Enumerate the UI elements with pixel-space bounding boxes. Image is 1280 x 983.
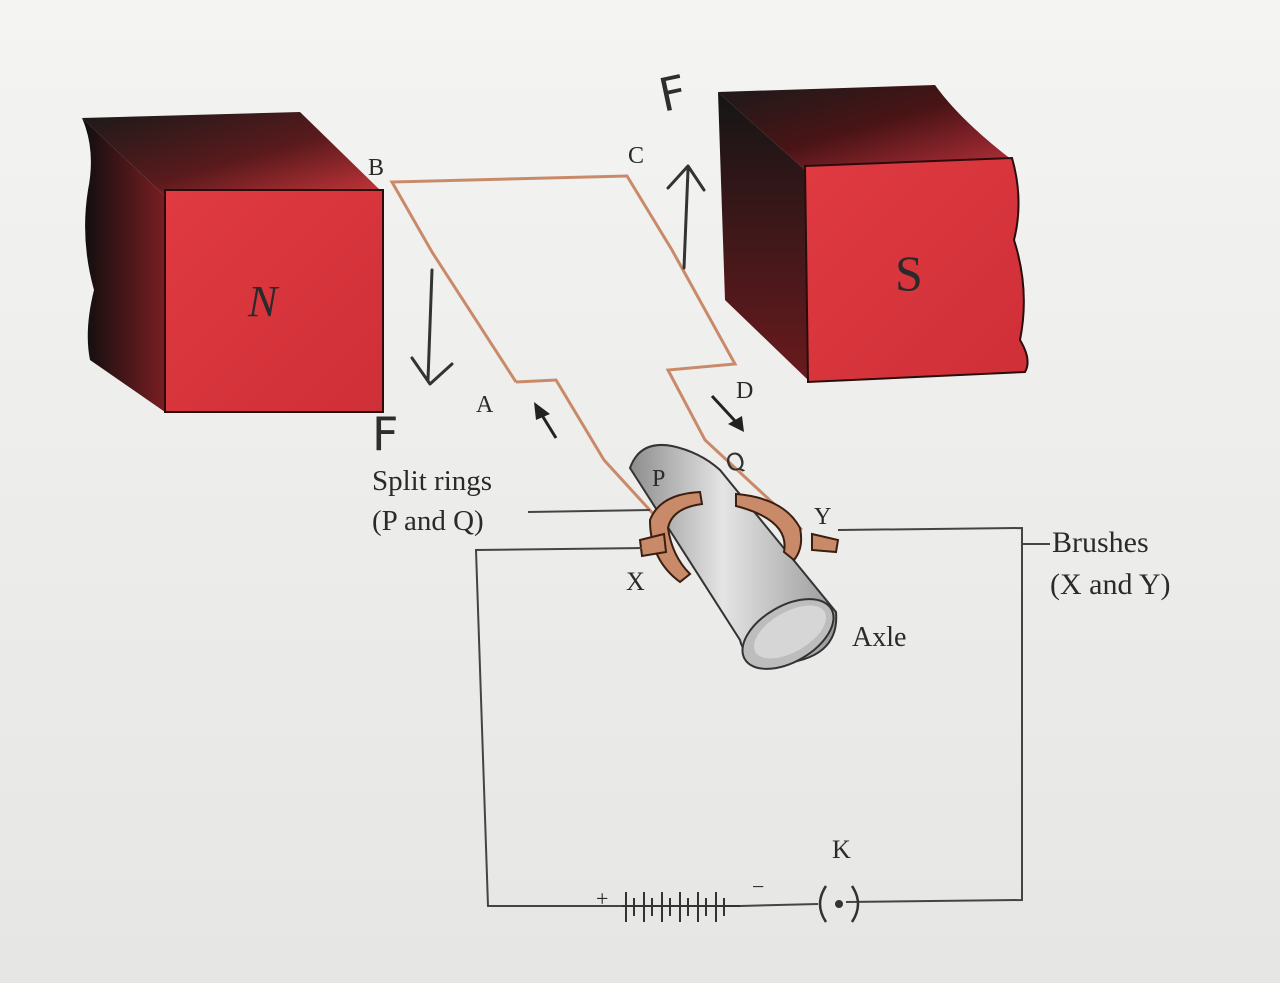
force-arrow-up-icon xyxy=(666,164,706,270)
split-rings-label-line1: Split rings xyxy=(372,465,492,497)
axle-label: Axle xyxy=(852,622,906,653)
south-magnet-side xyxy=(718,92,808,380)
brush-label-y: Y xyxy=(814,504,831,530)
force-arrow-right: F xyxy=(654,64,706,270)
axle-end-inner xyxy=(753,605,827,659)
plug-key-icon xyxy=(818,885,860,923)
current-arrows xyxy=(534,394,744,439)
north-label: N xyxy=(247,277,280,326)
key-label: K xyxy=(832,835,851,864)
external-circuit xyxy=(474,509,1050,907)
force-label-left: F xyxy=(372,407,398,461)
north-magnet-side xyxy=(82,118,165,412)
corner-label-a: A xyxy=(476,392,494,418)
corner-label-b: B xyxy=(368,155,384,181)
split-rings-label-line2: (P and Q) xyxy=(372,505,484,537)
split-rings-leader xyxy=(527,509,651,513)
plug-key: K xyxy=(818,835,860,923)
current-arrow-d-icon xyxy=(710,394,744,432)
current-arrow-a-icon xyxy=(534,402,558,439)
north-magnet-top xyxy=(82,112,380,196)
force-arrow-left: F xyxy=(372,268,454,461)
brush-label-x: X xyxy=(626,567,645,596)
south-magnet-top xyxy=(718,85,1012,170)
plug-key-dot xyxy=(835,900,843,908)
circuit-wire xyxy=(474,526,1023,907)
corner-label-c: C xyxy=(628,143,644,169)
brushes-callout: Brushes (X and Y) xyxy=(1050,526,1171,601)
battery-cells-icon xyxy=(622,892,740,922)
south-magnet: S xyxy=(718,85,1029,384)
brush-x-icon xyxy=(638,532,668,558)
ring-label-q: Q xyxy=(722,446,749,479)
armature-coil: B C A D xyxy=(368,143,804,532)
force-arrow-down-icon xyxy=(410,268,454,386)
south-label: S xyxy=(895,245,923,301)
north-magnet-face xyxy=(164,189,384,413)
force-label-right: F xyxy=(654,64,691,122)
coil-wire xyxy=(389,174,804,532)
split-rings-callout: Split rings (P and Q) xyxy=(372,465,492,537)
split-ring-q xyxy=(735,492,803,562)
brushes: X Y xyxy=(626,504,840,596)
battery: + − xyxy=(596,874,764,922)
corner-label-d: D xyxy=(736,378,753,404)
battery-plus-label: + xyxy=(596,886,608,911)
brushes-label-line1: Brushes xyxy=(1052,526,1149,559)
south-magnet-face xyxy=(803,156,1029,384)
battery-minus-label: − xyxy=(752,874,764,899)
split-ring-p xyxy=(648,490,704,584)
brush-y-icon xyxy=(811,532,840,554)
ring-label-p: P xyxy=(652,466,665,492)
north-magnet: N xyxy=(82,112,384,413)
brushes-label-line2: (X and Y) xyxy=(1050,568,1171,601)
